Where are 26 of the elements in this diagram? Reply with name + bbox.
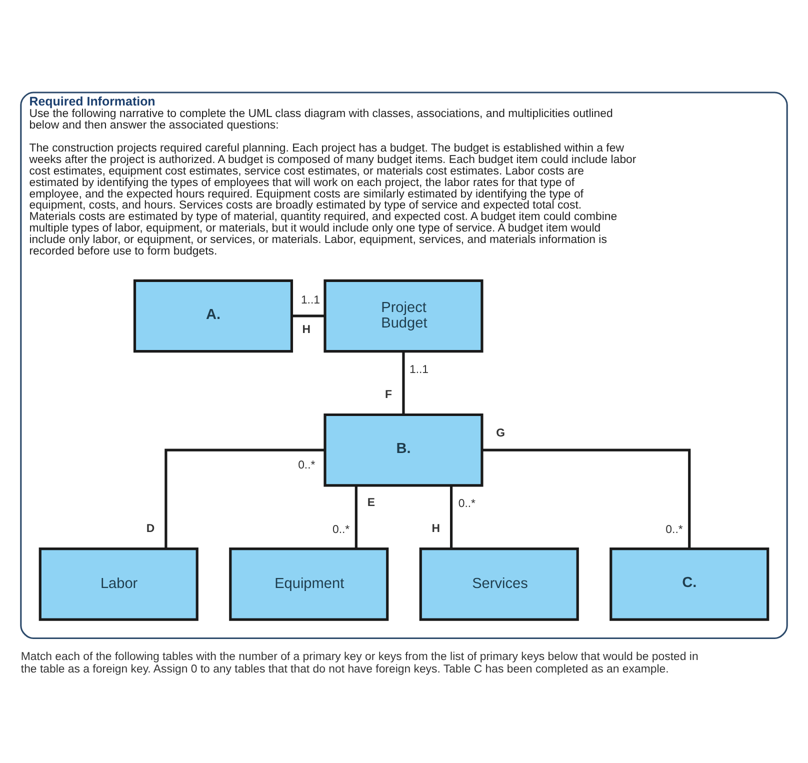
connector xyxy=(482,448,691,548)
label: 0..* xyxy=(298,458,316,471)
connector xyxy=(402,351,405,414)
connector xyxy=(164,448,325,548)
label: 1..1 xyxy=(409,363,429,376)
label: F xyxy=(384,388,392,400)
caption: Match each of the following tables with the number of a primary key or keys from the list of primary keys below that would be posted in the table as a foreign key. Assign 0 to any tables that that do not have foreign keys. Table C has been completed as an example. xyxy=(20,650,698,675)
node-box: Project Budget xyxy=(324,278,484,352)
label: G xyxy=(496,427,506,440)
node-box: Equipment xyxy=(229,547,389,620)
label: D xyxy=(146,522,155,535)
connector xyxy=(354,485,358,548)
label: H xyxy=(302,324,311,336)
node-box: Labor xyxy=(38,547,198,620)
label: 1..1 xyxy=(300,294,320,306)
label: 0..* xyxy=(332,524,350,536)
node-box: Services xyxy=(419,547,579,620)
node-box: B. xyxy=(324,412,484,486)
connector xyxy=(292,314,325,317)
node-box: A. xyxy=(133,278,294,352)
label: 0..* xyxy=(666,524,683,536)
connector xyxy=(450,485,453,548)
label: H xyxy=(432,522,440,534)
node-box: C. xyxy=(610,547,770,620)
label: 0..* xyxy=(458,497,476,510)
label: E xyxy=(367,496,376,508)
